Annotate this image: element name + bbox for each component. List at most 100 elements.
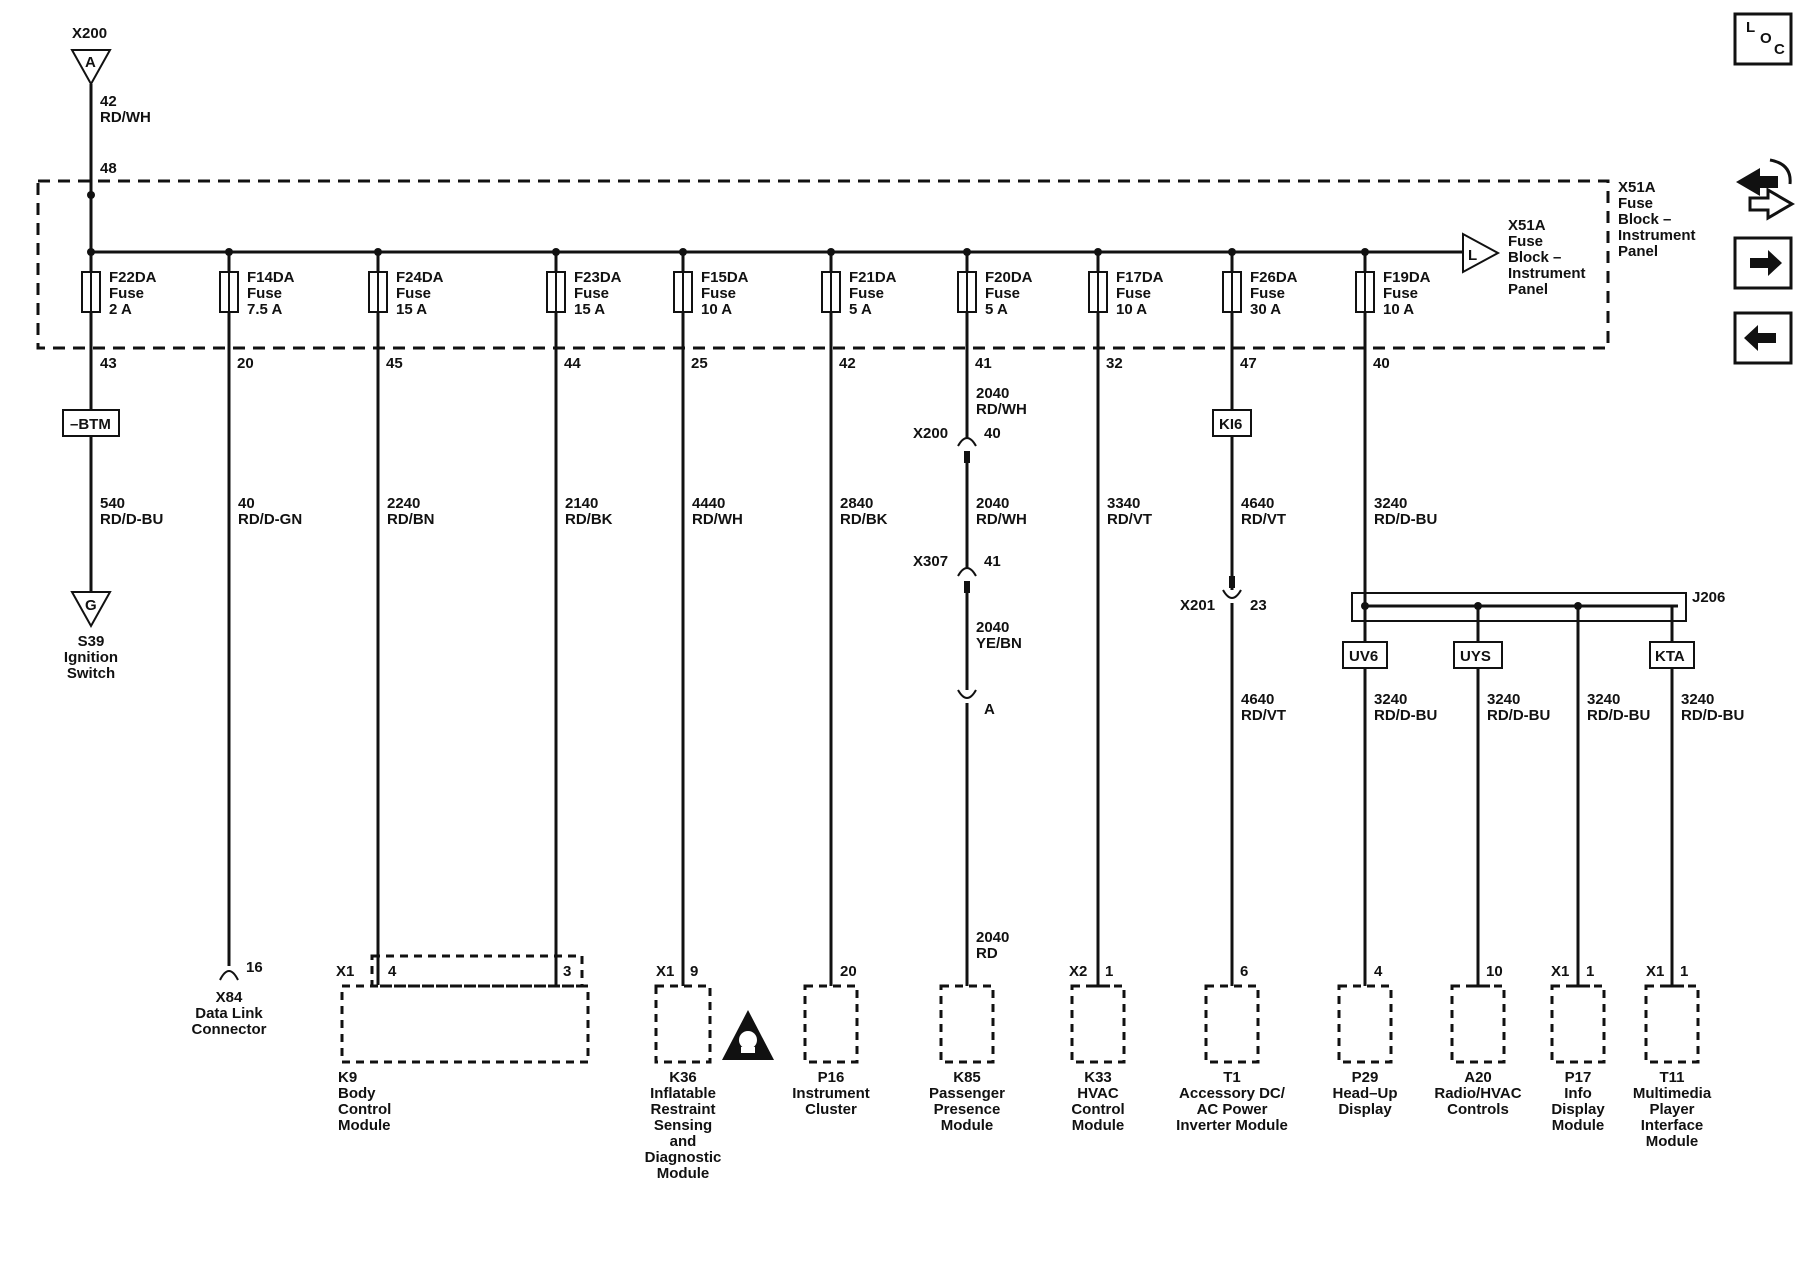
k36-label-4: Sensing xyxy=(654,1117,712,1134)
wire-circuit: 3340 xyxy=(1107,495,1140,512)
fuse-f23da: F23DA Fuse 15 A 44 xyxy=(546,248,622,372)
col7-seg4-circuit: 2040 xyxy=(976,929,1009,946)
branch2-color: RD/D-BU xyxy=(1487,707,1550,724)
p17-label-3: Display xyxy=(1551,1101,1605,1118)
t11-label-5: Module xyxy=(1646,1133,1699,1150)
airbag-warning-icon xyxy=(722,1010,774,1060)
source-pin-letter: A xyxy=(85,54,96,71)
x84-label-3: Connector xyxy=(192,1021,267,1038)
x200-inline-connector xyxy=(957,437,977,447)
k85-label-1: K85 xyxy=(953,1069,981,1086)
p29-module-outline xyxy=(1337,984,1393,1064)
a20-label-1: A20 xyxy=(1464,1069,1492,1086)
source-cavity: 48 xyxy=(100,160,117,177)
t11-label-3: Player xyxy=(1649,1101,1694,1118)
fuse-rating: 7.5 A xyxy=(247,301,282,318)
bus-end-label-1: X51A xyxy=(1508,217,1546,234)
fuse-type: Fuse xyxy=(701,285,736,302)
col7-seg3-circuit: 2040 xyxy=(976,619,1009,636)
k33-label-4: Module xyxy=(1072,1117,1125,1134)
k36-label-2: Inflatable xyxy=(650,1085,716,1102)
fuse-name: F17DA xyxy=(1116,269,1164,286)
loc-button[interactable]: L O C xyxy=(1733,12,1793,66)
branch1-color: RD/D-BU xyxy=(1374,707,1437,724)
fuse-rating: 15 A xyxy=(574,301,605,318)
p17-module-outline xyxy=(1550,984,1606,1064)
k9-connector: X1 xyxy=(336,963,354,980)
fuse-f17da: F17DA Fuse 10 A 32 xyxy=(1088,248,1164,372)
p29-label-1: P29 xyxy=(1352,1069,1379,1086)
wire-circuit: 2240 xyxy=(387,495,420,512)
branch1-circuit: 3240 xyxy=(1374,691,1407,708)
bus-end-label-2: Fuse xyxy=(1508,233,1543,250)
source-entry-dot xyxy=(87,191,95,199)
t11-module-outline xyxy=(1644,984,1700,1064)
c2-pin: 41 xyxy=(984,553,1001,570)
bus-end-label-5: Panel xyxy=(1508,281,1548,298)
bus-end-triangle xyxy=(1462,232,1501,274)
fuse-rating: 10 A xyxy=(1116,301,1147,318)
next-page-button[interactable] xyxy=(1733,236,1793,290)
wire-color: RD/BN xyxy=(387,511,435,528)
fuse-name: F21DA xyxy=(849,269,897,286)
wire-color: RD/BK xyxy=(840,511,888,528)
connector-view-icon[interactable] xyxy=(1736,158,1795,221)
fuse-pin: 32 xyxy=(1106,355,1123,372)
p17-label-1: P17 xyxy=(1565,1069,1592,1086)
fuse-block-label-4: Instrument xyxy=(1618,227,1696,244)
p17-label-4: Module xyxy=(1552,1117,1605,1134)
k36-module-outline xyxy=(654,984,712,1064)
p29-label-2: Head–Up xyxy=(1332,1085,1397,1102)
fuse-block-outline xyxy=(36,179,1610,350)
x200-male-pin xyxy=(964,451,970,463)
bus-end-label-4: Instrument xyxy=(1508,265,1586,282)
ground-label-3: Switch xyxy=(67,665,115,682)
fuse-pin: 40 xyxy=(1373,355,1390,372)
fuse-rating: 5 A xyxy=(849,301,872,318)
source-color: RD/WH xyxy=(100,109,151,126)
k85-inline-connector xyxy=(957,689,977,699)
previous-page-button[interactable] xyxy=(1733,311,1793,365)
wire-circuit: 3240 xyxy=(1374,495,1407,512)
col7-seg4-color: RD xyxy=(976,945,998,962)
k9-label-2: Body xyxy=(338,1085,376,1102)
fuse-block-label-2: Fuse xyxy=(1618,195,1653,212)
fuse-pin: 44 xyxy=(564,355,581,372)
fuse-pin: 20 xyxy=(237,355,254,372)
source-circuit: 42 xyxy=(100,93,117,110)
t11-label-4: Interface xyxy=(1641,1117,1704,1134)
wire-color: RD/VT xyxy=(1241,511,1286,528)
k33-connector: X2 xyxy=(1069,963,1087,980)
fuse-rating: 10 A xyxy=(701,301,732,318)
fuse-pin: 42 xyxy=(839,355,856,372)
fuse-pin: 47 xyxy=(1240,355,1257,372)
ground-off-page-triangle xyxy=(70,591,112,629)
source-off-page-triangle xyxy=(70,49,112,87)
wire-color: RD/WH xyxy=(692,511,743,528)
wire-color: RD/D-BU xyxy=(1374,511,1437,528)
fuse-type: Fuse xyxy=(396,285,431,302)
k9-pin-3: 3 xyxy=(563,963,571,980)
option-uv6: UV6 xyxy=(1349,648,1378,665)
a20-module-outline xyxy=(1450,984,1506,1064)
fuse-name: F20DA xyxy=(985,269,1033,286)
k85-label-4: Module xyxy=(941,1117,994,1134)
fuse-rating: 15 A xyxy=(396,301,427,318)
fuse-type: Fuse xyxy=(849,285,884,302)
col7-seg1-circuit: 2040 xyxy=(976,385,1009,402)
branch2-circuit: 3240 xyxy=(1487,691,1520,708)
k9-module-outline xyxy=(340,984,590,1064)
fuse-name: F26DA xyxy=(1250,269,1298,286)
fuse-rating: 10 A xyxy=(1383,301,1414,318)
fuse-block-label-5: Panel xyxy=(1618,243,1658,260)
fuse-type: Fuse xyxy=(574,285,609,302)
option-uys: UYS xyxy=(1460,648,1491,665)
k9-pin-4: 4 xyxy=(388,963,397,980)
loc-letter-c: C xyxy=(1774,41,1785,58)
fuse-type: Fuse xyxy=(1383,285,1418,302)
wire-circuit: 4440 xyxy=(692,495,725,512)
x201-connector: X201 xyxy=(1180,597,1215,614)
wire-circuit: 40 xyxy=(238,495,255,512)
p16-label-3: Cluster xyxy=(805,1101,857,1118)
fuse-rating: 5 A xyxy=(985,301,1008,318)
